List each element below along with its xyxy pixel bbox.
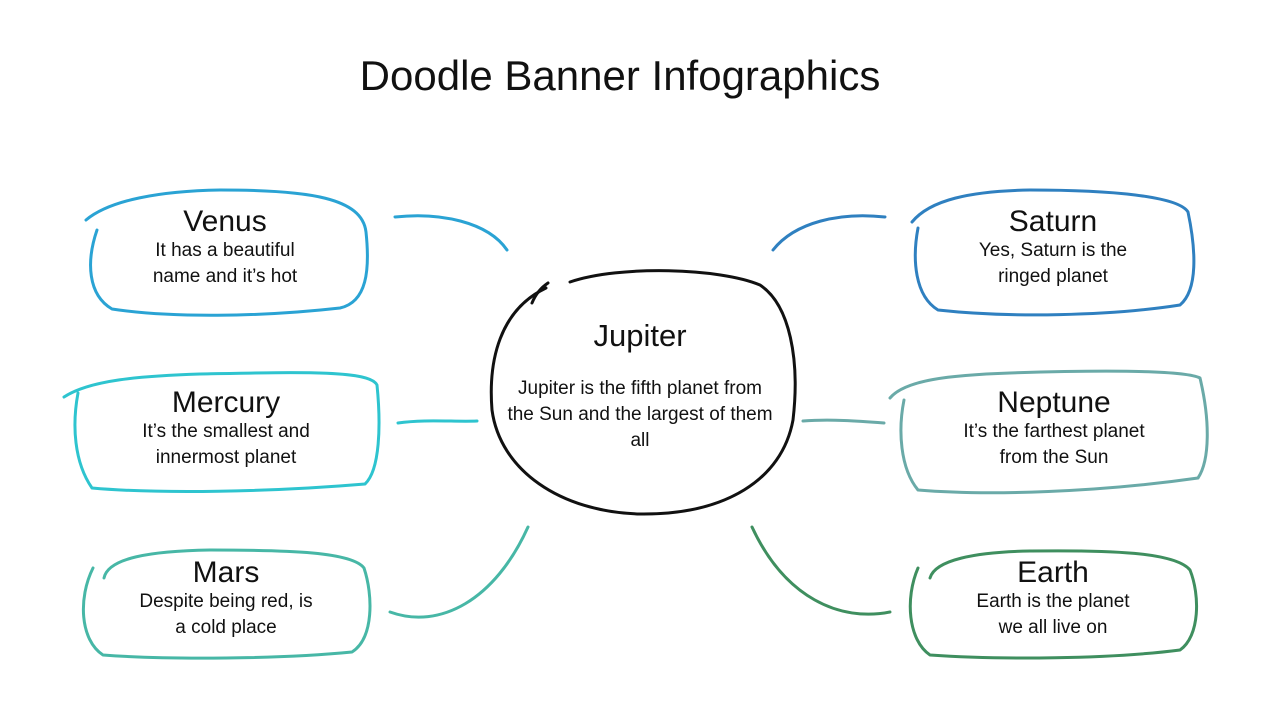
mercury-desc-line1: It’s the smallest and [142, 421, 310, 442]
venus-connector [393, 214, 509, 252]
mars-desc-line1: Despite being red, is [139, 591, 313, 612]
jupiter-accent [530, 281, 550, 305]
saturn-desc-line1: Yes, Saturn is the [978, 240, 1128, 261]
neptune-desc-line2: from the Sun [999, 447, 1109, 468]
jupiter-desc: Jupiter is the fifth planet from the Sun… [507, 378, 773, 451]
mercury-label: Mercury It’s the smallest and innermost … [90, 387, 362, 471]
mercury-desc-line2: innermost planet [155, 447, 297, 468]
earth-name: Earth [1017, 556, 1089, 589]
jupiter-circle [489, 269, 797, 516]
saturn-connector [771, 214, 887, 252]
neptune-outline [888, 369, 1209, 495]
mars-connector [388, 525, 530, 619]
jupiter-name: Jupiter [593, 318, 687, 353]
page-title: Doodle Banner Infographics [359, 52, 881, 99]
mars-name: Mars [192, 556, 260, 589]
saturn-box [771, 188, 1196, 317]
mars-label: Mars Despite being red, is a cold place [95, 557, 357, 641]
mercury-name: Mercury [171, 386, 281, 419]
venus-desc-line1: It has a beautiful [155, 240, 295, 261]
mercury-connector [396, 419, 479, 425]
venus-name: Venus [183, 205, 267, 238]
mercury-box [62, 371, 479, 493]
saturn-name: Saturn [1008, 205, 1098, 238]
mars-outline [81, 548, 372, 660]
jupiter-label: Jupiter Jupiter is the fifth planet from… [505, 318, 775, 454]
mars-box [81, 525, 530, 660]
saturn-outline [910, 188, 1196, 317]
earth-outline [908, 549, 1199, 660]
neptune-name: Neptune [997, 386, 1111, 419]
earth-box [750, 525, 1199, 660]
neptune-desc-line1: It’s the farthest planet [963, 421, 1145, 442]
earth-desc-line2: we all live on [998, 617, 1108, 638]
saturn-label: Saturn Yes, Saturn is the ringed planet [925, 206, 1181, 290]
neptune-label: Neptune It’s the farthest planet from th… [915, 387, 1193, 471]
earth-desc-line1: Earth is the planet [976, 591, 1130, 612]
mercury-outline [62, 371, 381, 493]
jupiter-outline [489, 269, 797, 516]
venus-outline [84, 188, 369, 317]
mars-desc-line2: a cold place [175, 617, 277, 638]
neptune-connector [801, 418, 886, 425]
neptune-box [801, 369, 1209, 495]
earth-connector [750, 525, 892, 616]
saturn-desc-line2: ringed planet [998, 266, 1108, 287]
venus-box [84, 188, 509, 317]
venus-desc-line2: name and it’s hot [152, 266, 298, 287]
venus-label: Venus It has a beautiful name and it’s h… [100, 206, 350, 290]
earth-label: Earth Earth is the planet we all live on [925, 557, 1181, 641]
